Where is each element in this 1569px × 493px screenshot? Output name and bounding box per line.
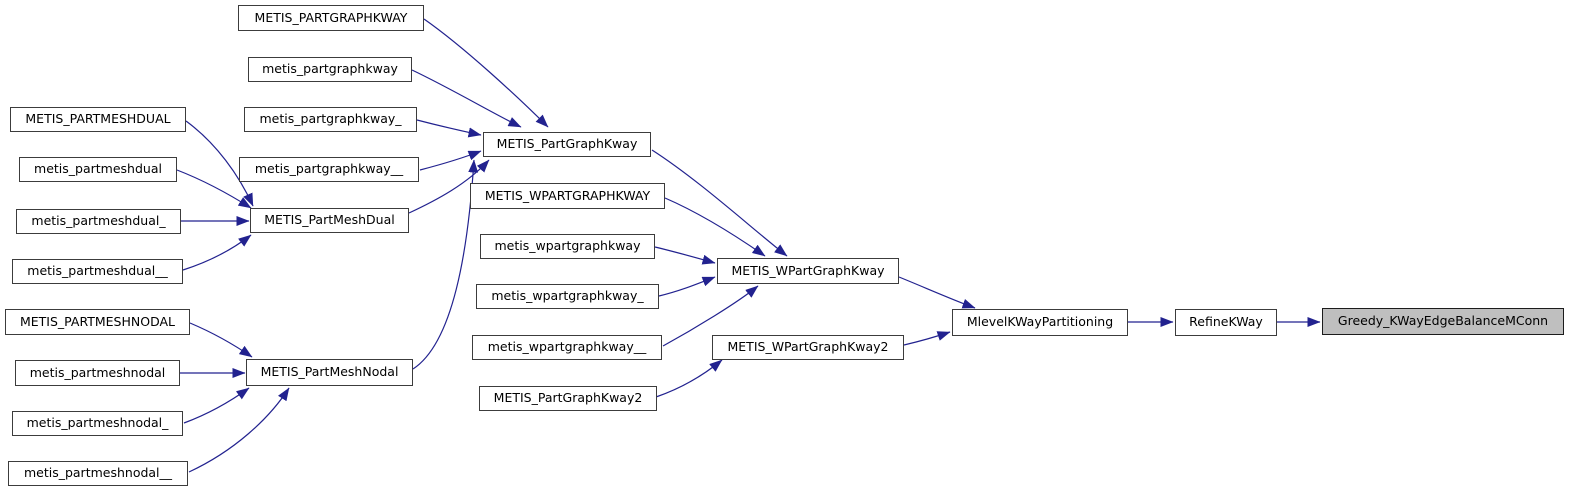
- node-METIS_PartMeshDual[interactable]: METIS_PartMeshDual: [250, 208, 409, 233]
- edge-METIS_PartGraphKway2-to-METIS_WPartGraphKway2: [655, 359, 723, 398]
- node-METIS_WPartGraphKway2[interactable]: METIS_WPartGraphKway2: [712, 335, 904, 360]
- node-Greedy_KWayEdgeBalanceMConn: Greedy_KWayEdgeBalanceMConn: [1322, 308, 1564, 335]
- node-METIS_PartGraphKway2[interactable]: METIS_PartGraphKway2: [479, 386, 657, 411]
- node-METIS_WPartGraphKway[interactable]: METIS_WPartGraphKway: [717, 258, 899, 284]
- node-METIS_PartGraphKway[interactable]: METIS_PartGraphKway: [483, 132, 651, 157]
- node-METIS_WPARTGRAPHKWAY[interactable]: METIS_WPARTGRAPHKWAY: [470, 183, 665, 209]
- edge-metis_partmeshnodal__-to-METIS_PartMeshNodal: [188, 387, 290, 473]
- node-metis_wpartgraphkway[interactable]: metis_wpartgraphkway: [480, 234, 655, 259]
- node-metis_partmeshdual__[interactable]: metis_partmeshdual__: [12, 259, 183, 284]
- node-METIS_PartMeshNodal[interactable]: METIS_PartMeshNodal: [246, 359, 413, 386]
- node-MlevelKWayPartitioning[interactable]: MlevelKWayPartitioning: [952, 309, 1128, 336]
- edge-metis_partgraphkway__-to-METIS_PartGraphKway: [419, 150, 482, 171]
- node-RefineKWay[interactable]: RefineKWay: [1175, 309, 1277, 336]
- node-metis_wpartgraphkway_[interactable]: metis_wpartgraphkway_: [476, 284, 659, 309]
- edge-metis_wpartgraphkway-to-METIS_WPartGraphKway: [654, 246, 716, 265]
- edge-METIS_PartMeshNodal-to-METIS_PartGraphKway: [412, 159, 479, 370]
- node-METIS_PARTGRAPHKWAY[interactable]: METIS_PARTGRAPHKWAY: [238, 5, 424, 31]
- edge-metis_partgraphkway-to-METIS_PartGraphKway: [411, 69, 522, 128]
- edge-group: [176, 18, 1321, 473]
- node-metis_wpartgraphkway__[interactable]: metis_wpartgraphkway__: [472, 335, 662, 360]
- edge-METIS_PARTMESHDUAL-to-METIS_PartMeshDual: [185, 120, 254, 207]
- edge-metis_partmeshdual-to-METIS_PartMeshDual: [176, 169, 252, 209]
- edge-metis_wpartgraphkway__-to-METIS_WPartGraphKway: [662, 285, 759, 347]
- node-metis_partgraphkway__[interactable]: metis_partgraphkway__: [239, 157, 419, 182]
- node-METIS_PARTMESHDUAL[interactable]: METIS_PARTMESHDUAL: [10, 107, 186, 132]
- edge-METIS_WPartGraphKway2-to-MlevelKWayPartitioning: [903, 331, 951, 346]
- edge-metis_partgraphkway_-to-METIS_PartGraphKway: [416, 119, 482, 138]
- node-metis_partgraphkway_[interactable]: metis_partgraphkway_: [244, 107, 417, 132]
- node-metis_partmeshnodal_[interactable]: metis_partmeshnodal_: [12, 411, 183, 436]
- edge-METIS_PartGraphKway-to-METIS_WPartGraphKway: [651, 149, 788, 257]
- edge-METIS_WPartGraphKway-to-MlevelKWayPartitioning: [898, 276, 976, 309]
- node-metis_partgraphkway[interactable]: metis_partgraphkway: [248, 57, 412, 82]
- node-metis_partmeshnodal__[interactable]: metis_partmeshnodal__: [8, 461, 188, 486]
- edge-metis_partmeshdual__-to-METIS_PartMeshDual: [182, 234, 252, 271]
- edge-METIS_PARTGRAPHKWAY-to-METIS_PartGraphKway: [423, 18, 549, 128]
- edge-metis_partmeshnodal_-to-METIS_PartMeshNodal: [183, 387, 250, 424]
- edge-metis_wpartgraphkway_-to-METIS_WPartGraphKway: [658, 276, 716, 297]
- node-metis_partmeshdual_[interactable]: metis_partmeshdual_: [16, 209, 181, 234]
- node-metis_partmeshdual[interactable]: metis_partmeshdual: [19, 157, 177, 182]
- node-metis_partmeshnodal[interactable]: metis_partmeshnodal: [15, 360, 180, 386]
- node-METIS_PARTMESHNODAL[interactable]: METIS_PARTMESHNODAL: [5, 309, 190, 335]
- edge-METIS_WPARTGRAPHKWAY-to-METIS_WPartGraphKway: [664, 197, 766, 257]
- edge-METIS_PartMeshDual-to-METIS_PartGraphKway: [408, 159, 490, 214]
- edge-METIS_PARTMESHNODAL-to-METIS_PartMeshNodal: [189, 322, 253, 358]
